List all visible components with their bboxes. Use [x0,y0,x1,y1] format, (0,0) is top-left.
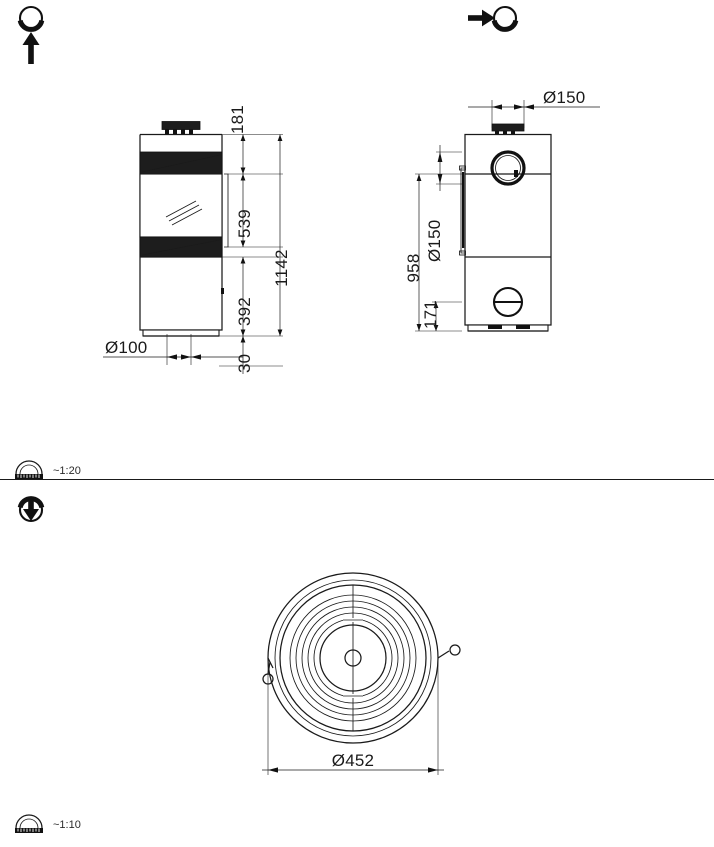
dim-30: 30 [235,354,254,373]
scale-marker-upper: ~1:20 [15,460,81,479]
side-top-flue-dimension: Ø150 [468,88,600,128]
dim-1142: 1142 [272,249,291,286]
scale-label-upper: ~1:20 [53,465,81,477]
scale-marker-lower: ~1:10 [15,814,81,833]
plan-view-indicator [17,496,45,523]
front-vertical-dimensions: 181 539 392 1142 30 [219,105,291,374]
door-latch [221,288,224,294]
side-plinth [467,324,549,332]
side-rear-flue-dimension: Ø150 [425,145,462,262]
front-view-indicator [17,5,45,64]
dim-rear-flue-150: Ø150 [425,220,444,262]
top-handle-detail [161,121,201,135]
glass-door [139,173,223,238]
plinth [142,329,220,337]
door-top-band [139,151,223,175]
front-elevation: 181 539 392 1142 30 [103,105,291,374]
dim-diameter-452: Ø452 [332,751,374,770]
dim-171: 171 [421,300,440,329]
right-handle-knob [437,644,461,659]
plan-view: Ø452 [262,572,461,775]
dim-958: 958 [404,254,423,283]
side-elevation: Ø150 Ø150 958 [404,88,600,332]
dim-392: 392 [235,297,254,326]
protractor-icon [15,460,43,479]
dim-539: 539 [235,209,254,238]
side-view-indicator [468,5,519,32]
front-air-inlet-dimension: Ø100 [103,334,243,365]
side-top-handle-detail [491,123,525,135]
ring-gap-marks [343,618,363,698]
top-flue-collar [490,150,526,186]
plan-diameter-dimension: Ø452 [262,658,444,775]
door-bottom-band [139,236,223,258]
rear-outlet [492,286,524,318]
dim-top-flue-150: Ø150 [543,88,585,107]
protractor-icon-lower [15,814,43,833]
dim-diameter-100: Ø100 [105,338,147,357]
side-flue-height-dimension: 958 [404,173,462,332]
scale-label-lower: ~1:10 [53,819,81,831]
glass-reflection [165,200,203,226]
side-lower-outlet-dimension: 171 [421,300,462,331]
door-hinge-profile [459,165,466,256]
dim-181: 181 [228,105,247,134]
